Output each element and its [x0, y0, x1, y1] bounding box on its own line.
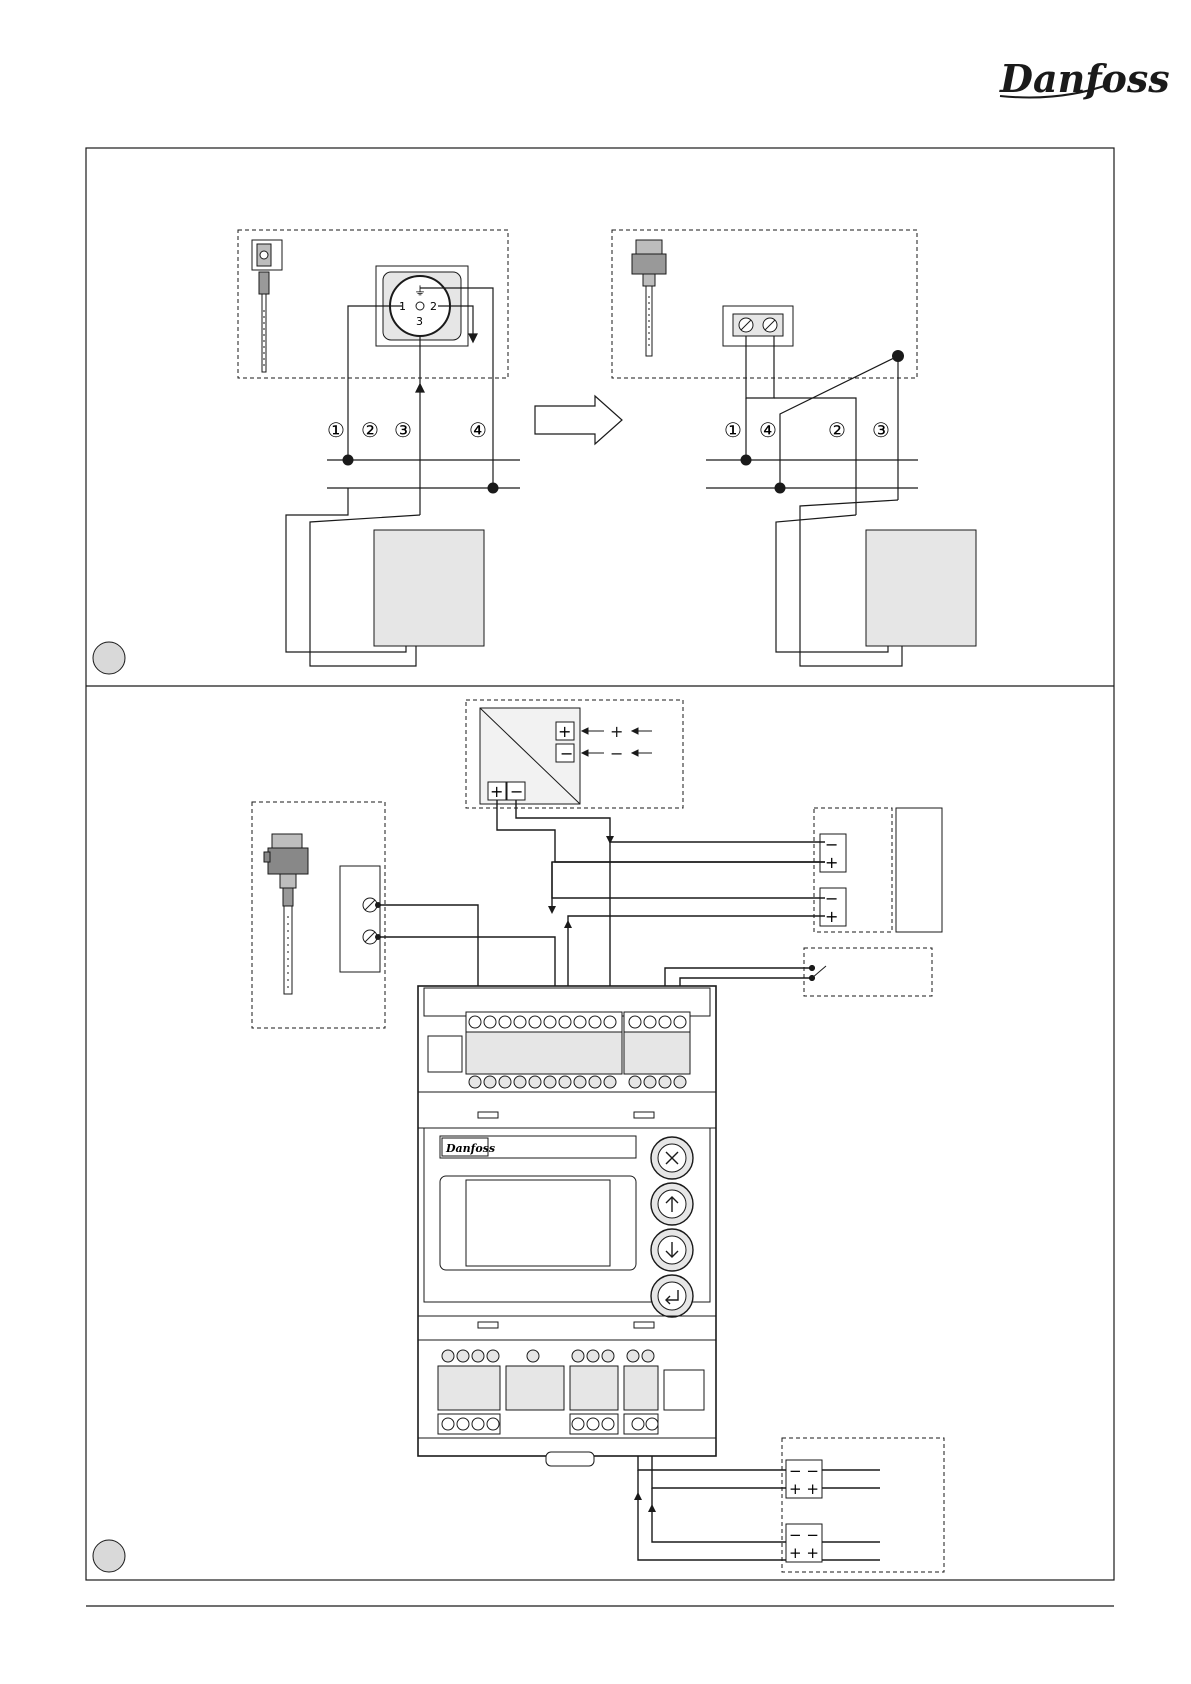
- input-plus-label: +: [558, 722, 571, 741]
- wire-number-label: ③: [394, 418, 412, 442]
- junction-dot: [741, 455, 752, 466]
- wire-number-label: ③: [872, 418, 890, 442]
- minus-label: −: [825, 835, 838, 854]
- panel-b: + − + − + −: [93, 700, 944, 1572]
- input-terminal: − +: [820, 834, 846, 872]
- front-panel-logo: Danfoss: [442, 1138, 495, 1156]
- controller-block-left: [374, 530, 484, 646]
- switch-box: [804, 948, 932, 996]
- pin-ground-label: ⏚: [414, 284, 426, 298]
- wire-number-label: ④: [469, 418, 487, 442]
- wire-number-label: ②: [828, 418, 846, 442]
- minus-label: −: [825, 889, 838, 908]
- junction-dot: [775, 483, 786, 494]
- panel-a-marker: [93, 642, 125, 674]
- minus-label: − −: [789, 1526, 819, 1544]
- wire-number-label: ①: [327, 418, 345, 442]
- controller-block-right: [866, 530, 976, 646]
- enter-button[interactable]: [651, 1275, 693, 1317]
- danfoss-logo: Danfoss: [999, 56, 1170, 101]
- wire-number-label: ④: [759, 418, 777, 442]
- plus-label: + +: [789, 1480, 819, 1498]
- output-plus-label: +: [490, 782, 503, 801]
- input-terminal: − − + +: [786, 1460, 822, 1498]
- svg-text:Danfoss: Danfoss: [445, 1142, 495, 1155]
- supply-input-arrows: + −: [582, 722, 652, 763]
- arrow-minus-label: −: [610, 744, 623, 763]
- level-sensor-icon: [252, 240, 282, 372]
- cancel-button[interactable]: [651, 1137, 693, 1179]
- plus-label: + +: [789, 1544, 819, 1562]
- junction-dot: [343, 455, 354, 466]
- junction-dot: [892, 350, 904, 362]
- sensor-terminal: [340, 866, 380, 972]
- minus-label: − −: [789, 1462, 819, 1480]
- top-terminal-screws: [469, 1016, 686, 1028]
- level-sensor-icon: [264, 834, 308, 994]
- dip-switch-block: [664, 1370, 704, 1410]
- arrow-plus-label: +: [610, 722, 623, 741]
- wire-number-label: ②: [361, 418, 379, 442]
- external-device: [896, 808, 942, 932]
- level-sensor-icon: [632, 240, 666, 356]
- pin-2-label: 2: [430, 300, 437, 313]
- down-button[interactable]: [651, 1229, 693, 1271]
- din-rail-clip: [546, 1452, 594, 1466]
- transition-arrow-icon: [535, 396, 622, 444]
- input-terminal: − +: [820, 888, 846, 926]
- plus-label: +: [825, 853, 838, 872]
- terminal-block: [723, 306, 793, 346]
- bottom-outgoing-wires: [822, 1470, 880, 1560]
- output-minus-label: −: [510, 782, 523, 801]
- up-button[interactable]: [651, 1183, 693, 1225]
- input-minus-label: −: [560, 744, 573, 763]
- controller-unit: Danfoss: [418, 986, 716, 1466]
- pin-3-label: 3: [416, 315, 423, 328]
- top-terminal-holes: [469, 1076, 686, 1088]
- power-supply: + − + −: [480, 708, 580, 804]
- dip-switch-block: [428, 1036, 462, 1072]
- panel-b-marker: [93, 1540, 125, 1572]
- plus-label: +: [825, 907, 838, 926]
- junction-dot: [488, 483, 499, 494]
- panel-a: ⏚ 1 2 3 ① ② ③ ④: [93, 230, 976, 674]
- input-terminal: − − + +: [786, 1524, 822, 1562]
- wire-number-label: ①: [724, 418, 742, 442]
- svg-text:Danfoss: Danfoss: [999, 56, 1170, 101]
